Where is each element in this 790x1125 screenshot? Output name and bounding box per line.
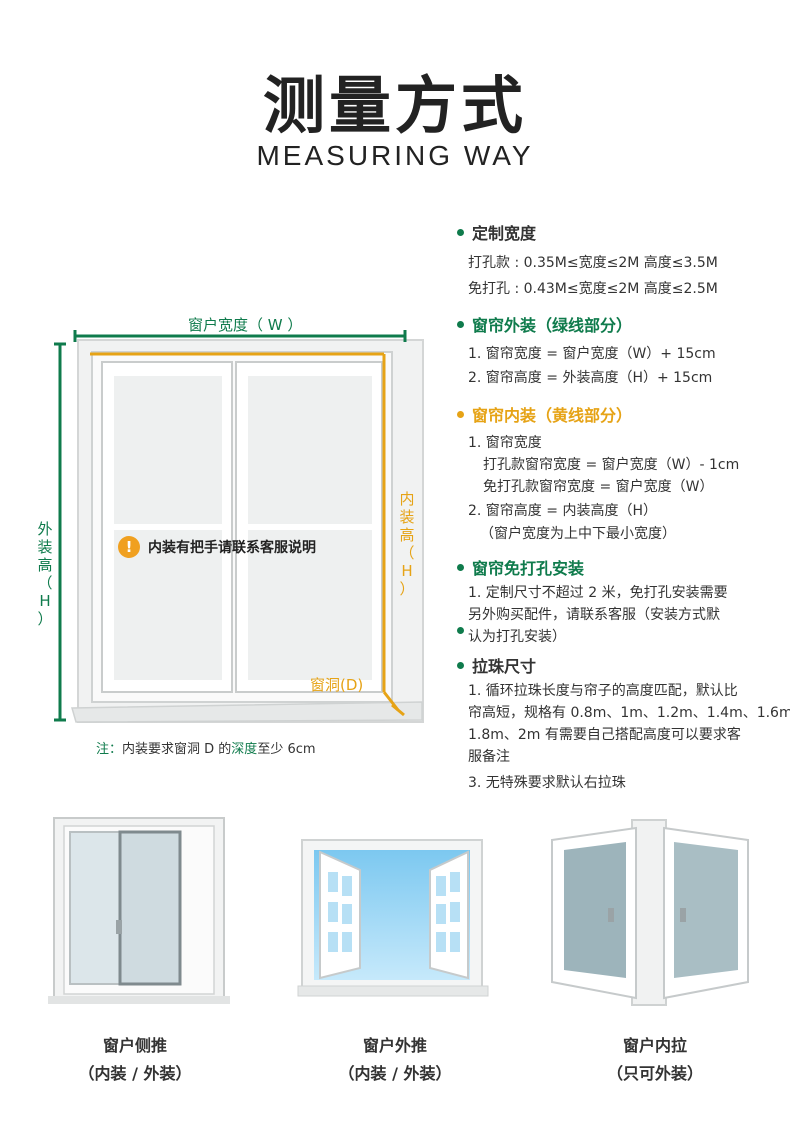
outer-height-label: 外 装 高 （ H ） [37,520,53,628]
outer-install-heading: 窗帘外装（绿线部分） [455,312,632,336]
outward-window-name: 窗户外推 [362,1036,427,1055]
outward-window-install: （内装 / 外装） [338,1064,452,1083]
inward-window-image [551,819,749,1006]
no-drill-heading: 窗帘免打孔安装 [455,555,584,579]
sliding-window-name: 窗户侧推 [102,1036,167,1055]
window-hole-label: 窗洞(D) [310,676,364,694]
no-drill-line-2: 另外购买配件，请联系客服（安装方式默 [468,607,720,623]
window-width-label: 窗户宽度（ W ） [188,316,303,334]
inward-window-install: （只可外装） [606,1064,703,1083]
inner-install-line-1: 1. 窗帘宽度 [468,435,542,451]
inward-window-name: 窗户内拉 [622,1036,687,1055]
inner-install-heading: 窗帘内装（黄线部分） [455,402,632,426]
outward-window-item: 窗户外推 （内装 / 外装） [280,810,510,1100]
bullet-icon [457,320,464,328]
inner-install-line-5: （窗户宽度为上中下最小宽度） [480,526,676,542]
page-subtitle: MEASURING WAY [256,140,534,171]
outer-install-line-2: 2. 窗帘高度 = 外装高度（H）+ 15cm [468,370,713,386]
page-title: 测量方式 [262,69,527,142]
window-diagram [54,330,424,723]
no-drill-line-1: 1. 定制尺寸不超过 2 米，免打孔安装需要 [468,585,728,601]
inner-height-label: 内 装 高 （ H ） [399,490,415,598]
bullet-icon [457,661,464,669]
no-drill-line-3: 认为打孔安装） [468,629,566,645]
bullet-icon [457,410,464,418]
inner-install-line-3: 免打孔款窗帘宽度 = 窗户宽度（W） [483,479,714,495]
inner-install-line-2: 打孔款窗帘宽度 = 窗户宽度（W）- 1cm [483,457,740,473]
bead-chain-line-5: 3. 无特殊要求默认右拉珠 [468,775,626,791]
sliding-window-image [48,817,230,1004]
bead-chain-line-1: 1. 循环拉珠长度与帘子的高度匹配，默认比 [468,683,738,699]
handle-notice: ! 内装有把手请联系客服说明 [118,536,316,558]
notice-text: 内装有把手请联系客服说明 [148,540,316,556]
depth-note: 注：内装要求窗洞 D 的深度至少 6cm [96,742,316,757]
sliding-window-item: 窗户侧推 （内装 / 外装） [20,810,250,1100]
warning-icon: ! [118,536,140,558]
bullet-icon [457,563,464,571]
bead-chain-line-4: 服备注 [468,749,510,765]
bead-chain-line-3: 1.8m、2m 有需要自己搭配高度可以要求客 [468,727,741,743]
bead-chain-line-2: 帘高短，规格有 0.8m、1m、1.2m、1.4m、1.6m [468,705,790,721]
outward-window-image [297,839,489,997]
bullet-icon [457,627,464,634]
custom-width-heading: 定制宽度 [455,220,536,244]
sliding-window-install: （内装 / 外装） [78,1064,192,1083]
custom-width-line-1: 打孔款 : 0.35M≤宽度≤2M 高度≤3.5M [468,255,718,271]
custom-width-line-2: 免打孔 : 0.43M≤宽度≤2M 高度≤2.5M [468,281,718,297]
inner-install-line-4: 2. 窗帘高度 = 内装高度（H） [468,503,657,519]
bead-chain-heading: 拉珠尺寸 [455,653,536,677]
inward-window-item: 窗户内拉 （只可外装） [540,810,770,1100]
bullet-icon [457,228,464,236]
outer-install-line-1: 1. 窗帘宽度 = 窗户宽度（W）+ 15cm [468,346,716,362]
